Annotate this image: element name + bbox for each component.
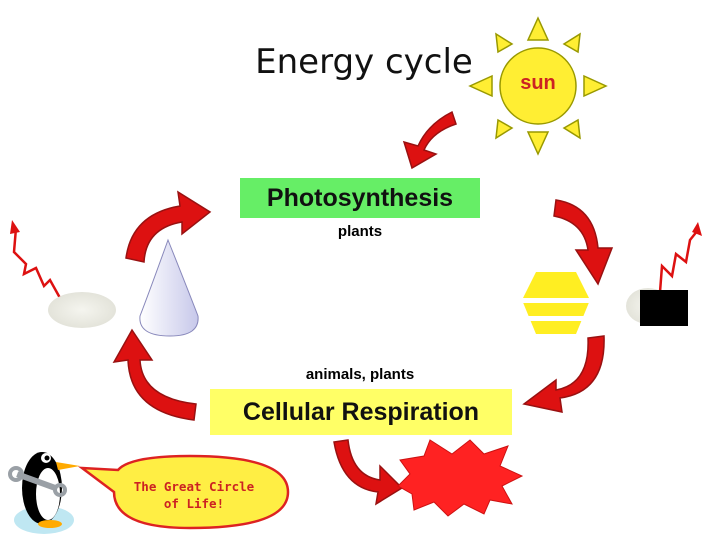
speech-bubble-line-2: of Life! — [163, 496, 225, 511]
curved-arrow-icon — [333, 439, 404, 506]
speech-bubble-line-1: The Great Circle — [133, 479, 255, 494]
wrench-icon — [8, 466, 67, 497]
curved-arrow-icon — [522, 335, 605, 413]
sun-label: sun — [520, 72, 556, 94]
page-title: Energy cycle — [255, 42, 473, 82]
cellular-respiration-label: Cellular Respiration — [242, 397, 480, 426]
penguin-icon — [14, 452, 80, 534]
curved-arrow-icon — [553, 199, 614, 286]
respiration-organisms-label: animals, plants — [305, 366, 415, 383]
curved-arrow-icon — [112, 328, 197, 421]
lightning-icon — [10, 220, 62, 299]
sun-icon — [468, 16, 608, 156]
speech-bubble-text: The Great Circle of Life! — [116, 478, 272, 512]
explosion-icon — [397, 439, 524, 517]
glucose-hexagon-icon — [518, 272, 594, 334]
speech-bubble-icon — [77, 454, 290, 530]
curved-arrow-icon — [125, 190, 212, 263]
photosynthesis-box: Photosynthesis — [240, 178, 480, 218]
lightning-icon — [658, 222, 702, 293]
cellular-respiration-box: Cellular Respiration — [210, 389, 512, 435]
black-box-icon — [640, 290, 688, 326]
molecule-blob — [48, 292, 116, 328]
photosynthesis-label: Photosynthesis — [266, 183, 454, 212]
water-drop-icon — [139, 238, 199, 337]
photosynthesis-organisms-label: plants — [337, 223, 383, 240]
curved-arrow-icon — [402, 110, 457, 170]
